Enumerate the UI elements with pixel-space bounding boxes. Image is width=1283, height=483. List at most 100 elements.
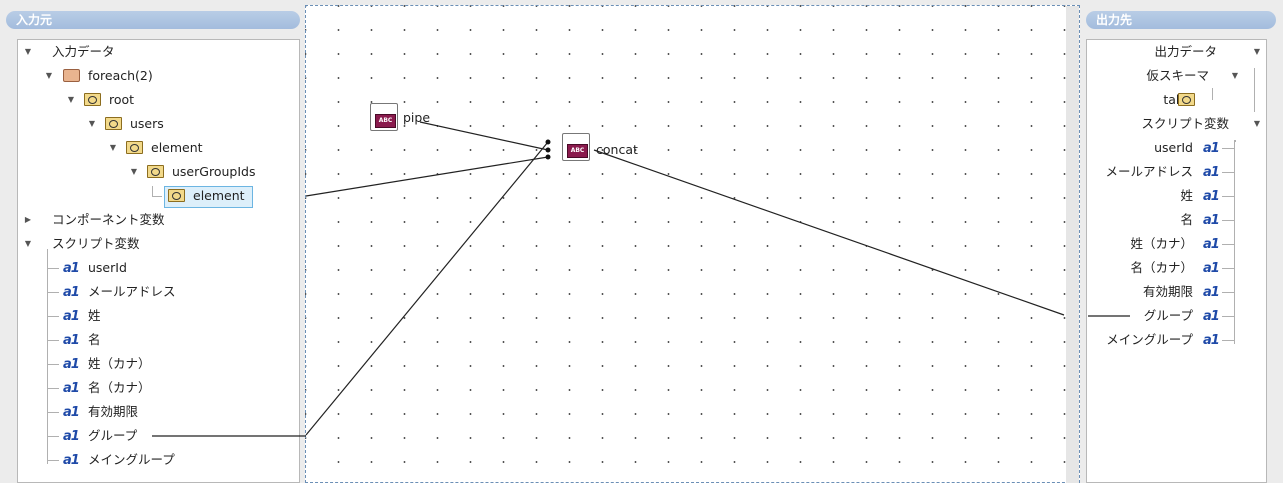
collapse-arrow-icon[interactable]: ▼ xyxy=(1253,47,1261,56)
output-tree-label: userId xyxy=(1154,140,1193,155)
canvas-vertical-scrollbar[interactable] xyxy=(1066,6,1079,483)
input-tree-label: userId xyxy=(88,260,127,275)
collapse-arrow-icon[interactable]: ▼ xyxy=(1231,71,1239,80)
string-variable-icon: a1 xyxy=(63,333,80,348)
input-tree-node-0[interactable]: ▼入力データ xyxy=(18,42,298,62)
connection-line xyxy=(305,156,549,197)
string-variable-icon: a1 xyxy=(1203,309,1220,324)
collapse-arrow-icon[interactable]: ▼ xyxy=(67,95,75,104)
string-variable-icon: a1 xyxy=(63,309,80,324)
input-tree-label: 姓 xyxy=(88,308,101,323)
tree-guide-line xyxy=(1222,316,1234,317)
folder-icon xyxy=(126,141,143,154)
output-tree-label: スクリプト変数 xyxy=(1141,116,1229,131)
folder-icon xyxy=(1178,93,1195,106)
string-variable-icon: a1 xyxy=(63,453,80,468)
pipe-component-label[interactable]: pipe xyxy=(403,110,431,125)
input-tree-node-6[interactable]: element xyxy=(18,186,298,208)
concat-component-label[interactable]: concat xyxy=(596,142,638,157)
input-source-tree[interactable]: ▼入力データ▼foreach(2)▼root▼users▼element▼use… xyxy=(17,39,300,483)
output-tree-node-1[interactable]: 仮スキーマ▼ xyxy=(1087,66,1266,86)
input-tree-node-14[interactable]: a1 名（カナ） xyxy=(18,378,298,398)
collapse-arrow-icon[interactable]: ▼ xyxy=(88,119,96,128)
collapse-arrow-icon[interactable]: ▼ xyxy=(1253,119,1261,128)
input-tree-node-4[interactable]: ▼element xyxy=(18,138,298,158)
input-source-header-label: 入力元 xyxy=(16,13,53,27)
tree-guide-line xyxy=(1222,220,1234,221)
input-tree-node-12[interactable]: a1 名 xyxy=(18,330,298,350)
string-variable-icon: a1 xyxy=(1203,141,1220,156)
input-tree-node-5[interactable]: ▼userGroupIds xyxy=(18,162,298,182)
string-variable-icon: a1 xyxy=(1203,165,1220,180)
input-tree-node-8[interactable]: ▼スクリプト変数 xyxy=(18,234,298,254)
tree-guide-line xyxy=(47,436,59,437)
string-variable-icon: a1 xyxy=(63,285,80,300)
input-tree-label: 有効期限 xyxy=(88,404,139,419)
output-tree-label: グループ xyxy=(1143,308,1193,323)
folder-icon xyxy=(105,117,122,130)
folder-icon xyxy=(84,93,101,106)
tree-guide-line xyxy=(1234,140,1235,344)
output-tree-node-4[interactable]: userId a1 xyxy=(1087,138,1266,158)
string-variable-icon: a1 xyxy=(63,381,80,396)
collapse-arrow-icon[interactable]: ▼ xyxy=(130,167,138,176)
input-tree-node-7[interactable]: ▶コンポーネント変数 xyxy=(18,210,298,230)
input-tree-label: element xyxy=(193,188,245,203)
mapping-canvas[interactable] xyxy=(305,5,1080,483)
input-tree-label: 名 xyxy=(88,332,101,347)
output-tree-node-7[interactable]: 名 a1 xyxy=(1087,210,1266,230)
input-tree-node-11[interactable]: a1 姓 xyxy=(18,306,298,326)
output-tree-node-11[interactable]: グループ a1 xyxy=(1087,306,1266,326)
input-tree-node-9[interactable]: a1 userId xyxy=(18,258,298,278)
input-tree-label: 名（カナ） xyxy=(88,380,151,395)
string-variable-icon: a1 xyxy=(1203,237,1220,252)
pipe-component-icon[interactable]: ABC xyxy=(370,103,398,131)
collapse-arrow-icon[interactable]: ▼ xyxy=(45,71,53,80)
output-tree-node-8[interactable]: 姓（カナ）a1 xyxy=(1087,234,1266,254)
string-variable-icon: a1 xyxy=(1203,189,1220,204)
tree-guide-line xyxy=(1235,140,1236,142)
tree-guide-line xyxy=(47,292,59,293)
output-tree-node-2[interactable]: table xyxy=(1087,90,1266,110)
output-tree-label: 出力データ xyxy=(1154,44,1217,59)
connection-line xyxy=(593,149,1065,316)
output-tree-node-9[interactable]: 名（カナ） a1 xyxy=(1087,258,1266,278)
input-tree-label: foreach(2) xyxy=(88,68,153,83)
output-target-header-label: 出力先 xyxy=(1096,13,1133,27)
output-tree-node-3[interactable]: スクリプト変数 ▼ xyxy=(1087,114,1266,134)
input-tree-node-1[interactable]: ▼ foreach(2) xyxy=(18,66,298,86)
input-source-header: 入力元 xyxy=(6,11,300,29)
input-tree-node-2[interactable]: ▼root xyxy=(18,90,298,110)
output-tree-label: 名 xyxy=(1180,212,1193,227)
string-variable-icon: a1 xyxy=(1203,213,1220,228)
collapse-arrow-icon[interactable]: ▼ xyxy=(24,239,32,248)
tree-guide-line xyxy=(47,412,59,413)
string-variable-icon: a1 xyxy=(1203,261,1220,276)
tree-guide-line xyxy=(47,340,59,341)
tree-guide-line xyxy=(47,460,59,461)
tree-guide-line xyxy=(1254,68,1255,112)
expand-arrow-icon[interactable]: ▶ xyxy=(24,215,32,224)
concat-component-icon[interactable]: ABC xyxy=(562,133,590,161)
input-tree-node-3[interactable]: ▼users xyxy=(18,114,298,134)
collapse-arrow-icon[interactable]: ▼ xyxy=(109,143,117,152)
output-target-tree[interactable]: 出力データ▼仮スキーマ▼tableスクリプト変数▼userIda1メールアドレス… xyxy=(1086,39,1267,483)
output-tree-label: 名（カナ） xyxy=(1130,260,1193,275)
string-variable-icon: a1 xyxy=(63,261,80,276)
output-tree-node-0[interactable]: 出力データ ▼ xyxy=(1087,42,1266,62)
tree-guide-line xyxy=(1222,196,1234,197)
output-tree-label: 姓 xyxy=(1180,188,1193,203)
output-tree-node-6[interactable]: 姓 a1 xyxy=(1087,186,1266,206)
connection-line xyxy=(305,141,549,436)
collapse-arrow-icon[interactable]: ▼ xyxy=(24,47,32,56)
selected-highlight xyxy=(164,186,253,208)
